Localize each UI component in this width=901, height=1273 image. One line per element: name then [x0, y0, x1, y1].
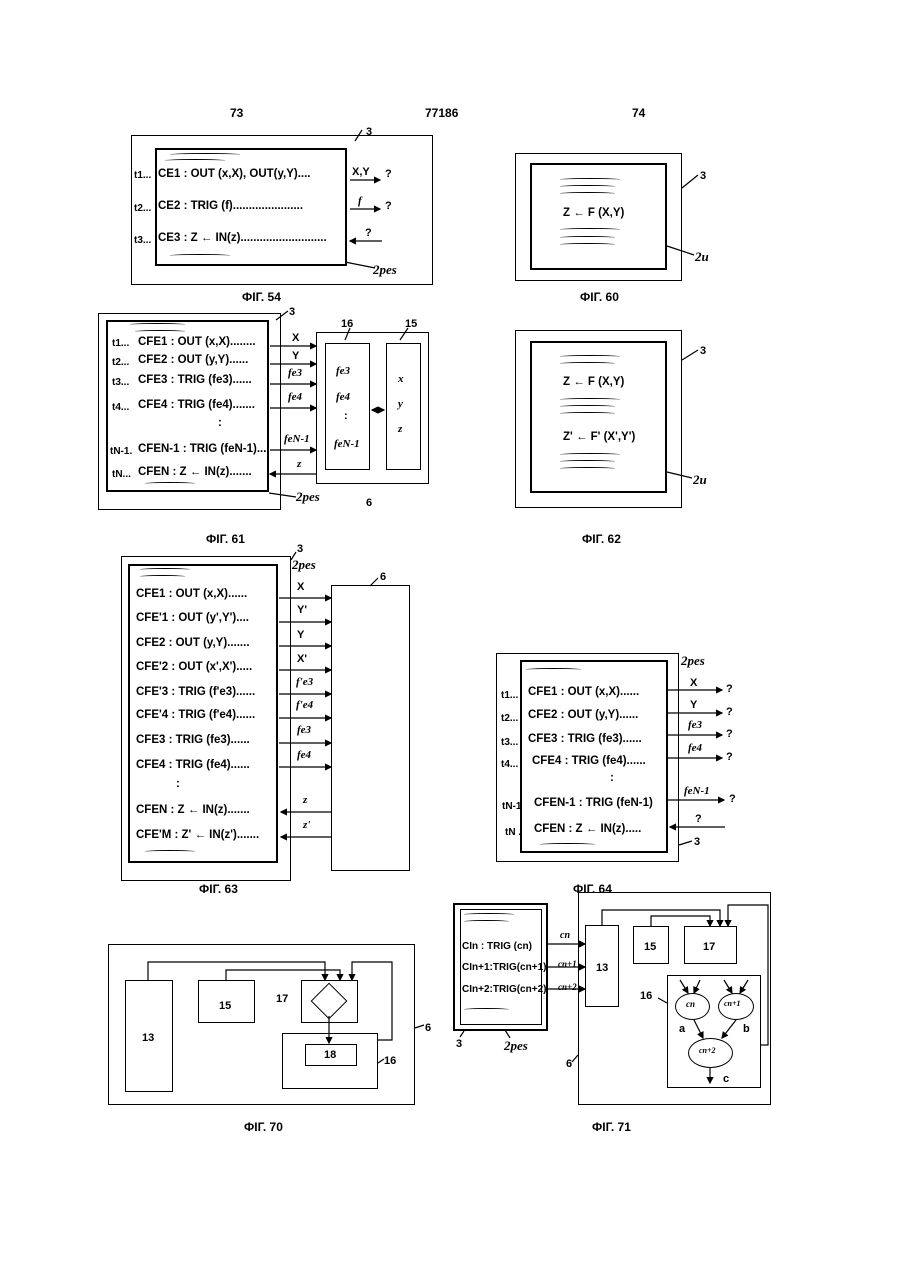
connector-lines	[0, 0, 901, 1273]
